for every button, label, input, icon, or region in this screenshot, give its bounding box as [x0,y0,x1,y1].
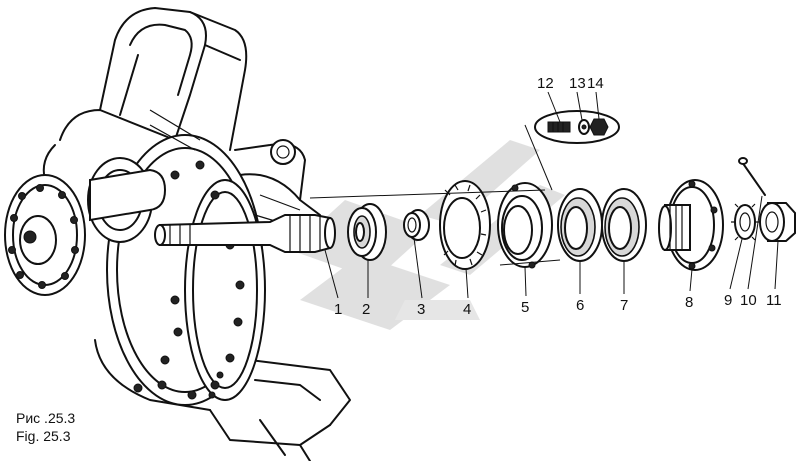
callout-10: 10 [740,292,757,309]
figure-caption-ru: Рис .25.3 [16,410,76,426]
callout-4: 4 [463,301,471,318]
part-axle-shaft [154,214,336,253]
callout-2: 2 [362,301,370,318]
callout-14: 14 [587,75,604,92]
callout-8: 8 [685,294,693,311]
callout-6: 6 [576,297,584,314]
part-disc [439,180,491,270]
leader-lines [324,91,779,299]
axle-housing [4,7,351,461]
part-seal-2 [601,188,647,262]
callout-labels: 1 2 3 4 5 6 7 8 9 10 11 12 13 14 [334,75,782,318]
callout-7: 7 [620,297,628,314]
part-bearing [347,203,387,261]
part-ring [403,209,430,241]
callout-1: 1 [334,301,342,318]
callout-11: 11 [766,292,782,309]
part-seal [557,188,603,262]
callout-12: 12 [537,75,554,92]
figure-caption-en: Fig. 25.3 [16,428,71,444]
fastener-group [524,110,620,191]
part-cotter-pin [738,157,766,196]
callout-9: 9 [724,292,732,309]
callout-13: 13 [569,75,586,92]
flange-bolts [8,184,79,289]
callout-5: 5 [521,299,529,316]
part-lock-washer [731,203,759,241]
part-cap [497,182,553,269]
part-castle-nut [759,202,796,242]
part-hub-flange [658,179,724,271]
callout-3: 3 [417,301,425,318]
